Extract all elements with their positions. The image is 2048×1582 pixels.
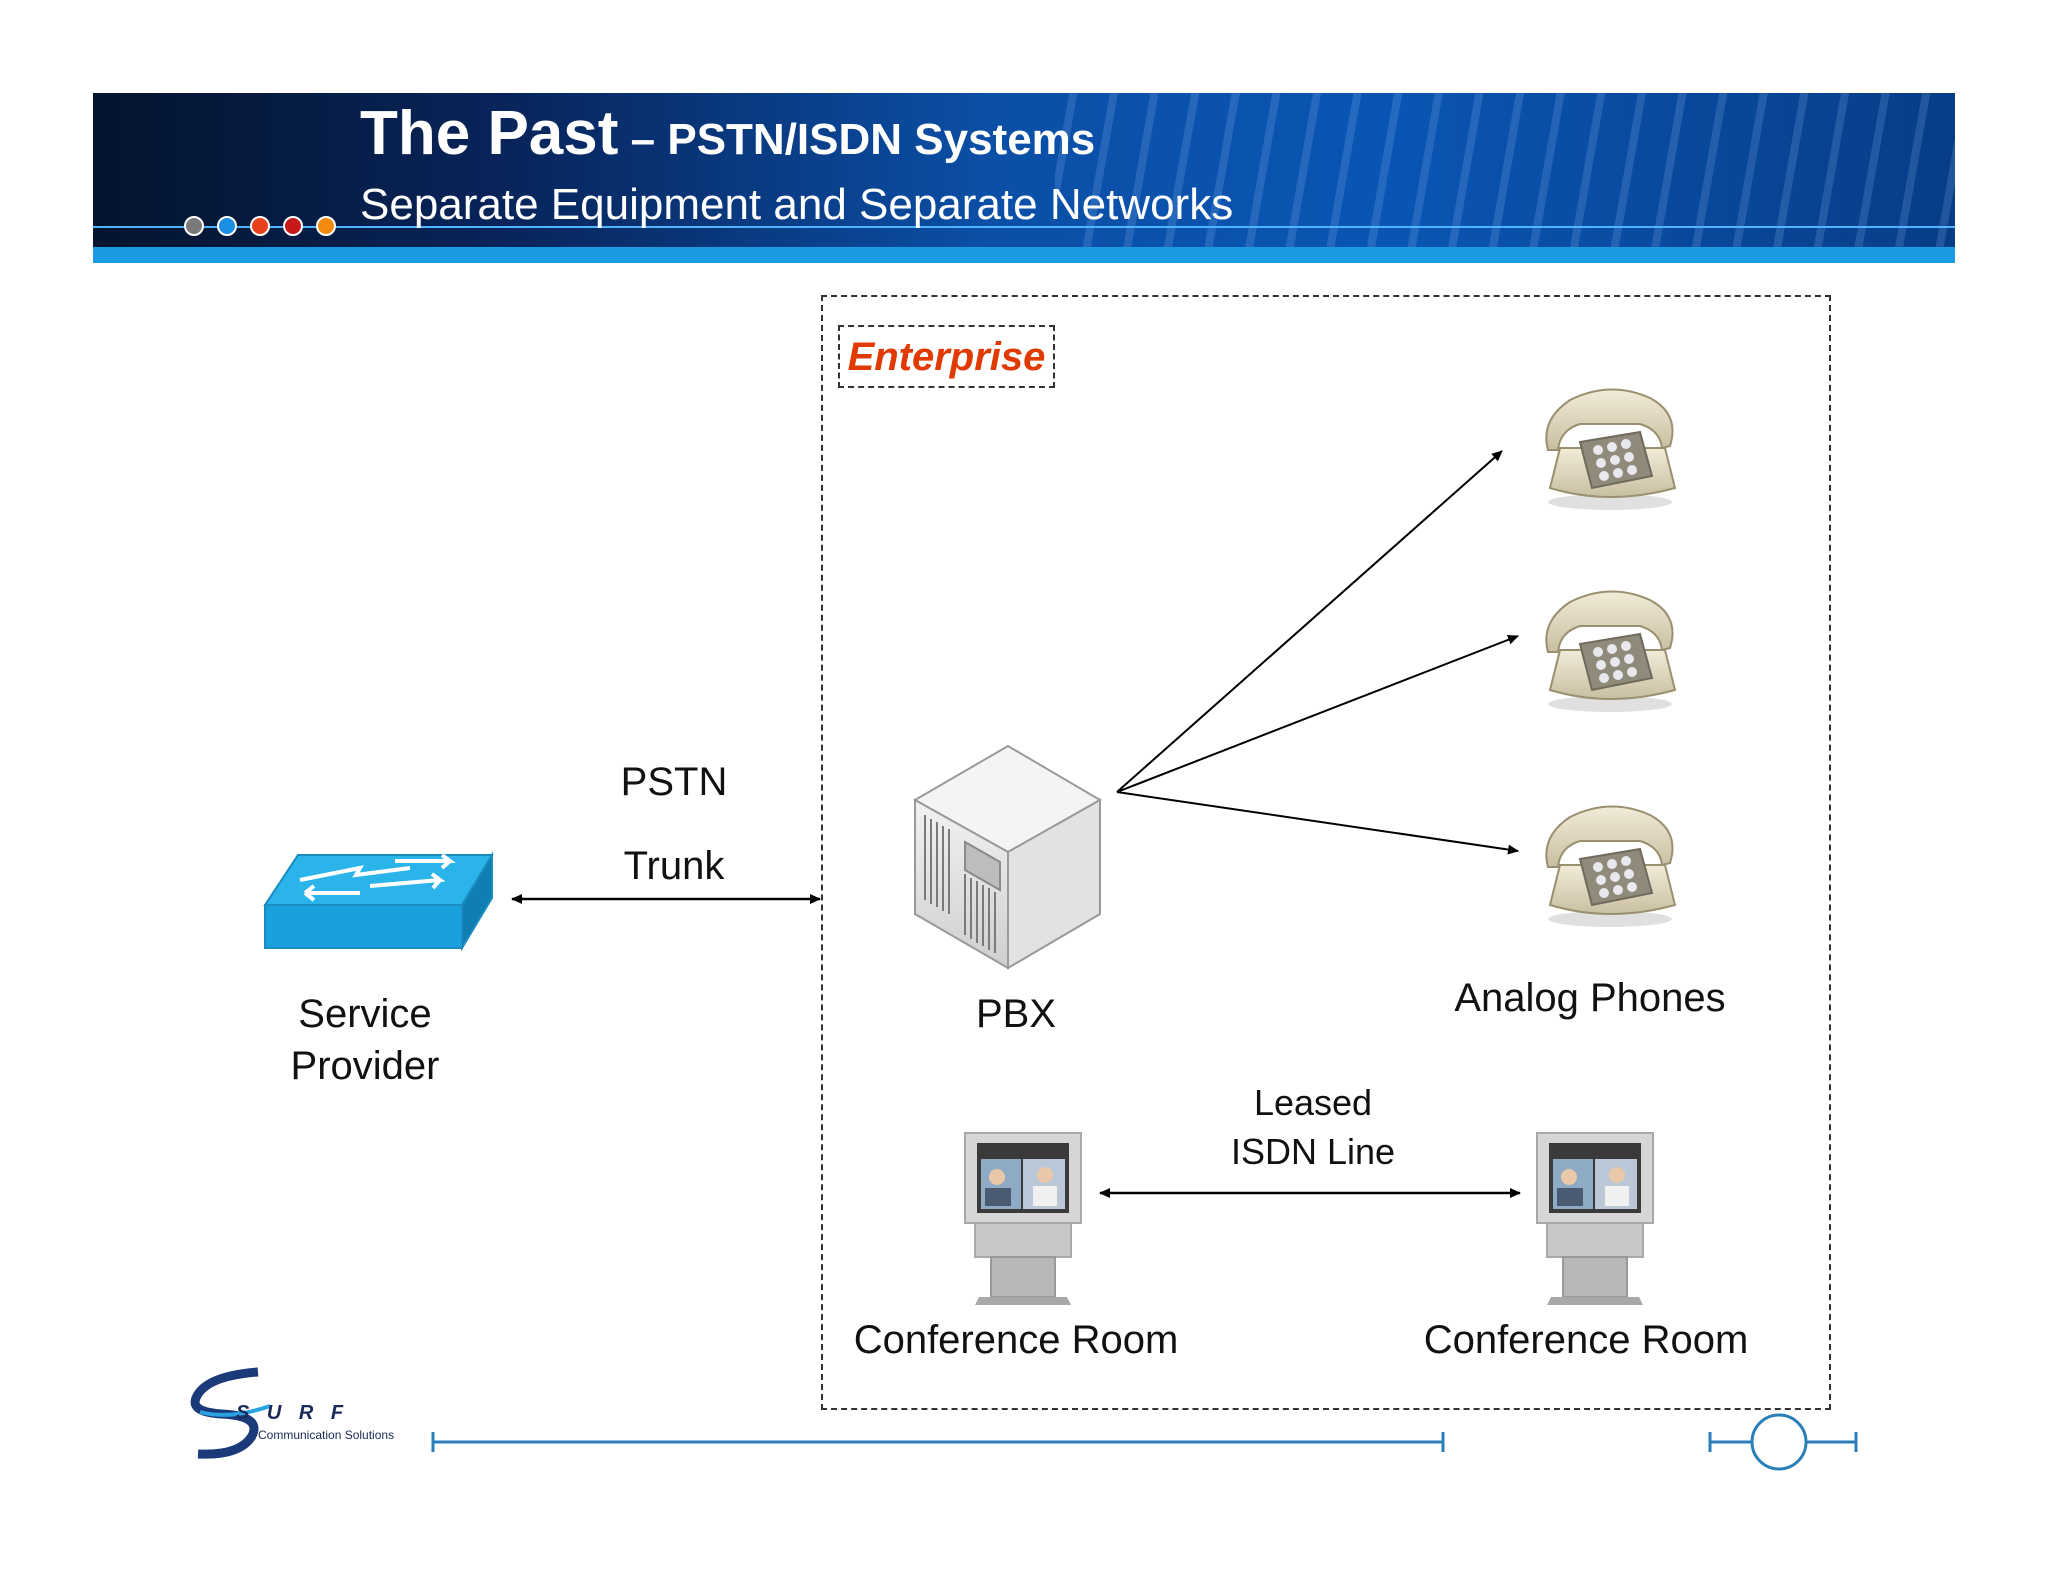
conference-room-right-label: Conference Room [1423,1318,1749,1362]
pbx-server-icon [912,744,1103,970]
conference-room-left-label: Conference Room [853,1318,1179,1362]
banner-accent-bar [93,247,1955,263]
service-provider-line2: Provider [290,1044,440,1088]
pbx-to-phone-2-arrow [1116,634,1519,793]
header-rule [93,226,1955,228]
conference-room-icon-right [1536,1132,1654,1305]
progress-dot-2 [217,216,237,236]
progress-dot-1 [184,216,204,236]
footer-rule [431,1413,1858,1471]
pbx-to-phone-3-arrow [1116,791,1519,855]
progress-dot-4 [283,216,303,236]
pstn-label: PSTN [620,760,728,804]
pbx-to-phone-1-arrow [1116,450,1503,793]
progress-dot-3 [250,216,270,236]
slide-subtitle: Separate Equipment and Separate Networks [360,180,1234,229]
service-provider-line1: Service [298,992,432,1036]
conference-room-icon-left [964,1132,1082,1305]
analog-phone-icon-1 [1545,388,1677,510]
service-provider-label: Service Provider [250,988,480,1092]
analog-phone-icon-2 [1545,590,1677,712]
header-banner [93,93,1955,263]
leased-label: Leased [1253,1082,1373,1123]
trunk-label: Trunk [623,844,725,888]
network-switch-icon [263,851,494,952]
banner-texture [1055,93,1955,263]
title-main: The Past [360,99,619,168]
surf-logo-letters: S U R F [236,1402,350,1424]
title-sub: PSTN/ISDN Systems [667,115,1096,164]
analog-phones-label: Analog Phones [1454,976,1726,1020]
title-dash: – [618,115,668,164]
surf-logo-icon [190,1367,271,1459]
enterprise-label: Enterprise [838,325,1055,388]
analog-phone-icon-3 [1545,805,1677,927]
progress-dot-5 [316,216,336,236]
pbx-label: PBX [975,992,1057,1036]
slide-title: The Past – PSTN/ISDN Systems [360,98,1095,169]
isdn-line-label: ISDN Line [1230,1131,1396,1172]
enterprise-boundary [821,295,1831,1410]
surf-logo-tagline: Communication Solutions [258,1428,395,1442]
